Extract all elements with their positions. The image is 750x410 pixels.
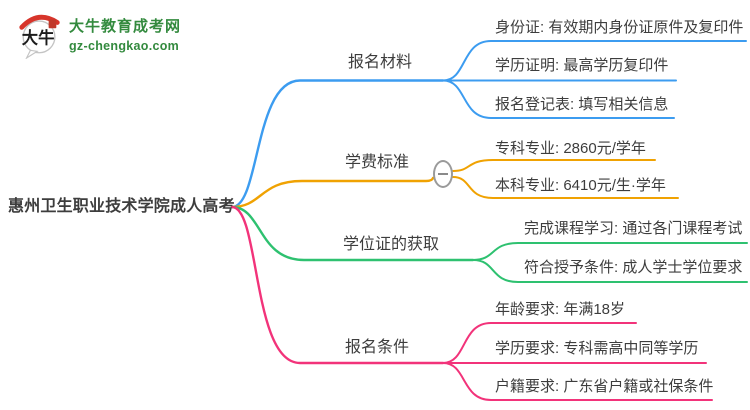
connector-child (452, 159, 656, 172)
leaf-residence-requirement[interactable]: 户籍要求: 广东省户籍或社保条件 (495, 378, 714, 395)
branch-materials-connectors (230, 40, 747, 209)
logo-speech-bubble (22, 20, 56, 54)
branch-conditions-connectors (230, 205, 713, 401)
leaf-award-conditions[interactable]: 符合授予条件: 成人学士学位要求 (524, 259, 743, 276)
logo-bull-icon: 大牛 (19, 14, 60, 59)
connector-main (230, 205, 445, 365)
branch-tuition-connectors (230, 159, 679, 209)
leaf-bachelor-tuition[interactable]: 本科专业: 6410元/生·学年 (495, 177, 666, 194)
leaf-course-completion[interactable]: 完成课程学习: 通过各门课程考试 (524, 220, 743, 237)
leaf-education-requirement[interactable]: 学历要求: 专科需高中同等学历 (495, 340, 699, 357)
leaf-registration-form[interactable]: 报名登记表: 填写相关信息 (495, 96, 669, 113)
leaf-age-requirement[interactable]: 年龄要求: 年满18岁 (495, 301, 626, 318)
branch-label-degree[interactable]: 学位证的获取 (343, 236, 440, 253)
connector-main (230, 79, 445, 209)
connector-child (442, 79, 675, 119)
branch-degree-connectors (230, 205, 748, 283)
root-node[interactable]: 惠州卫生职业技术学院成人高考 (8, 198, 235, 215)
logo-red-seal (48, 19, 57, 29)
connector-child (472, 242, 748, 261)
logo-bubble-tail (25, 49, 39, 59)
collapse-button[interactable] (433, 160, 453, 188)
branch-label-tuition[interactable]: 学费标准 (345, 154, 410, 171)
connector-main (230, 176, 435, 209)
logo-url: gz-chengkao.com (69, 39, 180, 53)
connector-child (442, 322, 637, 364)
logo-icon-text: 大牛 (22, 29, 55, 48)
branch-label-conditions[interactable]: 报名条件 (345, 339, 410, 356)
logo-title: 大牛教育成考网 (69, 18, 182, 35)
connector-main (230, 205, 475, 262)
connector-child (442, 362, 713, 401)
site-logo[interactable]: 大牛 大牛教育成考网 gz-chengkao.com (16, 11, 181, 59)
branch-label-materials[interactable]: 报名材料 (348, 54, 413, 71)
minus-icon (438, 173, 448, 175)
connector-child (442, 40, 747, 82)
connector-child (452, 176, 679, 199)
leaf-education-proof[interactable]: 学历证明: 最高学历复印件 (495, 57, 669, 74)
leaf-idcard[interactable]: 身份证: 有效期内身份证原件及复印件 (495, 19, 744, 36)
leaf-college-tuition[interactable]: 专科专业: 2860元/学年 (495, 140, 646, 157)
connector-child (472, 259, 748, 283)
